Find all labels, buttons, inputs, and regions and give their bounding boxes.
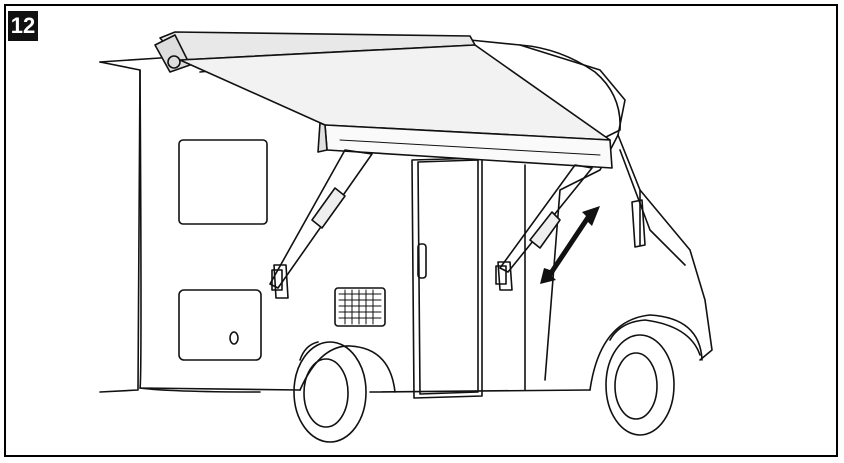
- motorhome-body: [99, 39, 713, 393]
- front-wheel: [605, 319, 701, 436]
- awning-fabric: [179, 44, 613, 169]
- entry-door: [411, 157, 526, 399]
- support-leg-icon: [269, 149, 373, 299]
- support-leg-right: [495, 164, 593, 291]
- awning-cassette-icon: [154, 31, 476, 73]
- vent-grille: [334, 287, 386, 327]
- adjust-height-arrow-icon: [540, 206, 600, 284]
- hatch-lock-icon: [229, 331, 239, 345]
- door-handle: [417, 243, 427, 279]
- step-number-badge: 12: [8, 11, 38, 41]
- side-window: [178, 139, 268, 225]
- motorhome-windows: [178, 139, 386, 361]
- storage-hatch: [178, 289, 262, 361]
- rear-wheel: [293, 341, 367, 443]
